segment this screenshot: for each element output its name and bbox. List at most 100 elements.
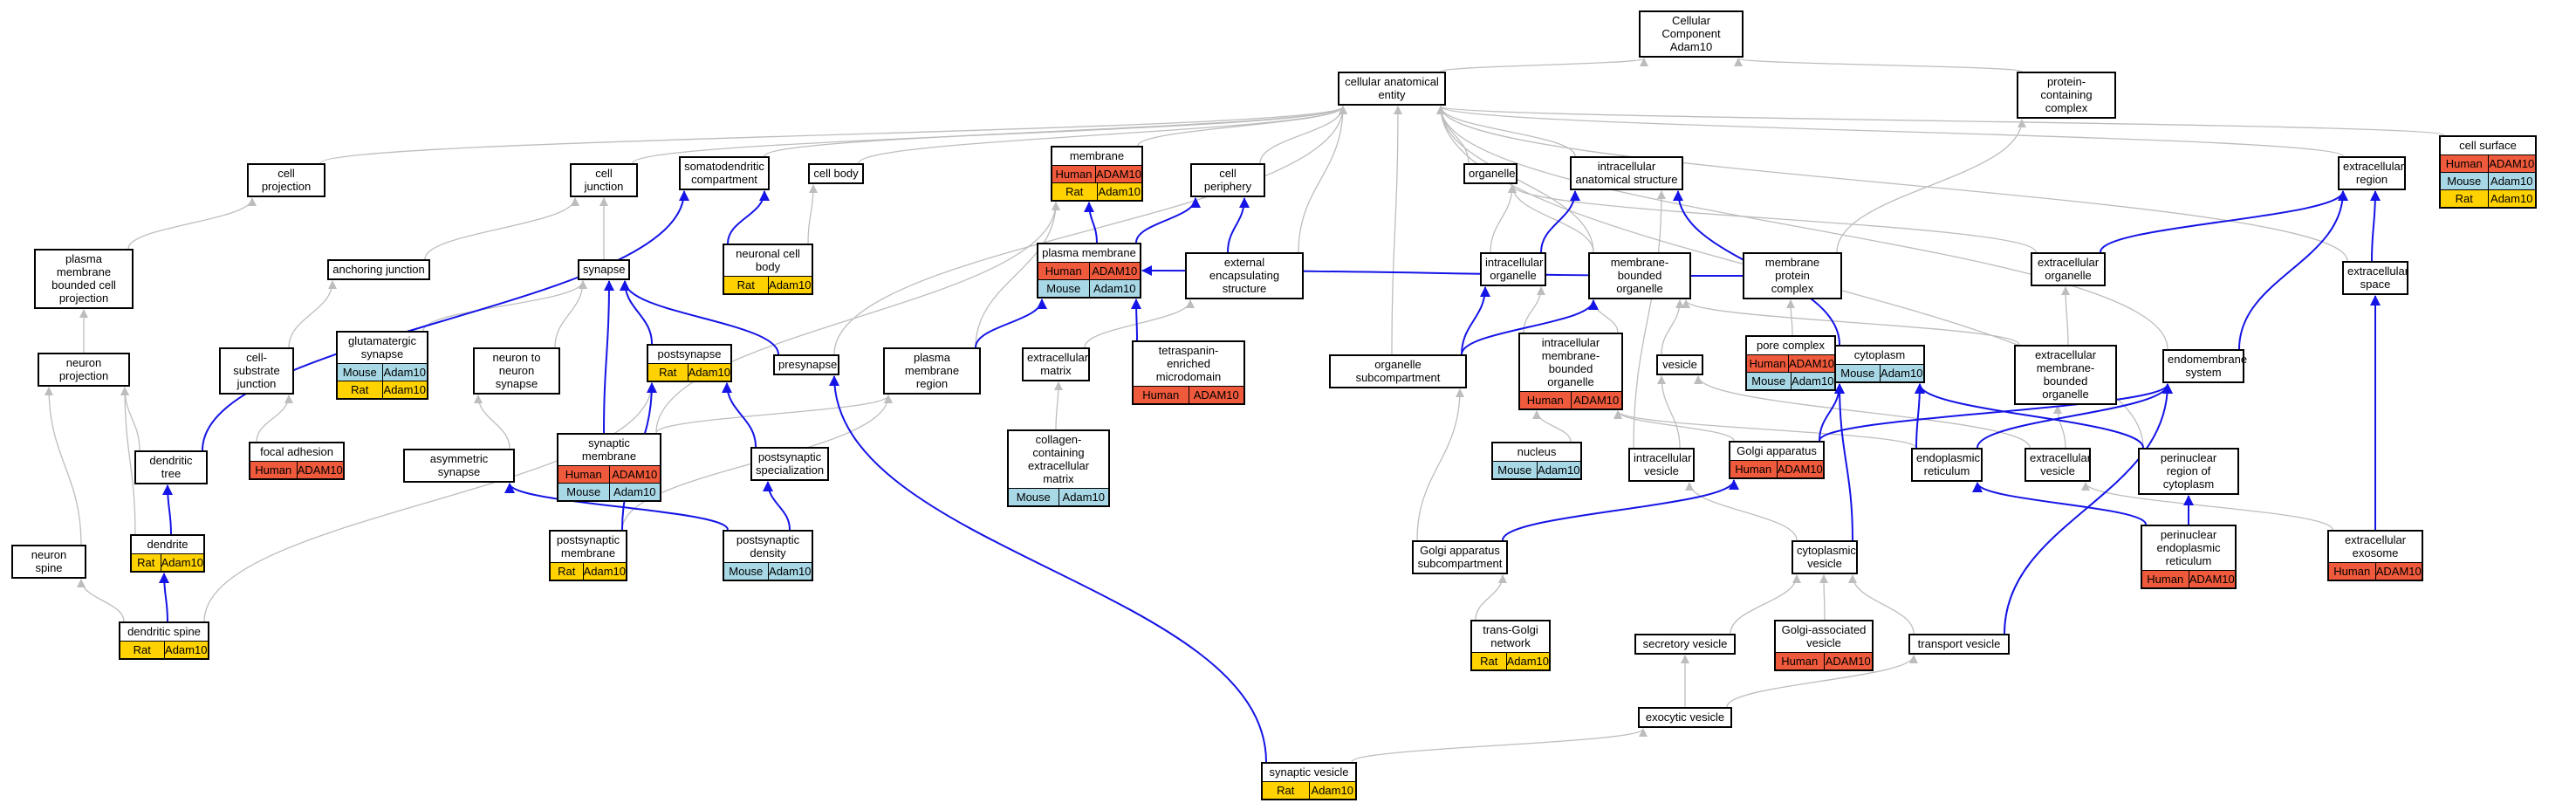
go-term-synapse[interactable]: synapse (578, 259, 630, 280)
term-label-line: structure (1222, 282, 1267, 295)
go-term-organelle[interactable]: organelle (1463, 163, 1518, 184)
gene-label: Adam10 (1088, 280, 1141, 297)
species-label: Human (1526, 394, 1564, 407)
go-term-cperiph[interactable]: cell periphery (1190, 163, 1265, 197)
go-term-presyn[interactable]: presynapse (773, 354, 839, 375)
go-term-tves[interactable]: transport vesicle (1908, 634, 2010, 655)
go-term-cproj[interactable]: cell projection (247, 163, 325, 197)
go-term-secves[interactable]: secretory vesicle (1634, 634, 1736, 655)
go-term-cbody[interactable]: cell body (808, 163, 864, 184)
go-term-osub[interactable]: organelle subcompartment (1329, 354, 1467, 388)
term-label-line: compartment (691, 173, 757, 186)
edge-gray-osub-to-cae (1391, 106, 1402, 355)
edge-gray-tgn-to-gasub (1475, 574, 1507, 621)
edge-blue-cytves-to-cyto (1834, 383, 1853, 541)
species-label: Mouse (1497, 463, 1532, 477)
term-label-line: Adam10 (1669, 40, 1713, 53)
gene-label: ADAM10 (1823, 653, 1873, 669)
go-term-ias[interactable]: intracellular anatomical structure (1570, 156, 1683, 190)
term-label-line: vesicle (2040, 464, 2075, 477)
edge-gray-embo-to-mbo (1682, 299, 2020, 346)
go-term-dtree[interactable]: dendritic tree (134, 450, 208, 484)
go-term-cjunc[interactable]: cell junction (570, 163, 638, 197)
go-term-anchj[interactable]: anchoring junction (327, 259, 430, 280)
species-label: Rat (133, 643, 151, 656)
term-label-line: specialization (756, 463, 825, 477)
edge-gray-synmem-to-membrane (655, 202, 1060, 434)
species-label: Human (1749, 357, 1786, 370)
term-label-line: microdomain (1155, 370, 1222, 383)
edge-gray-mpc-to-pcc (1836, 119, 2026, 253)
gene-label: Adam10 (687, 364, 730, 381)
term-label: neuron projection (39, 354, 128, 385)
go-term-exoves[interactable]: exocytic vesicle (1638, 707, 1732, 728)
term-label: focal adhesion (250, 443, 343, 461)
term-label-line: membrane-bounded (1541, 349, 1600, 375)
go-term-asyn[interactable]: asymmetric synapse (403, 449, 515, 483)
go-term-vesicle[interactable]: vesicle (1656, 354, 1703, 375)
go-term-nspine[interactable]: neuron spine (11, 545, 86, 579)
species-label: Rat (1277, 784, 1295, 797)
term-label-line: anchoring junction (332, 263, 425, 276)
edge-gray-ecves-to-vesicle (1694, 375, 2031, 449)
go-term-nproj[interactable]: neuron projection (38, 353, 130, 387)
gene-label: Adam10 (608, 484, 661, 500)
term-label-line: extracellular (2037, 256, 2100, 269)
